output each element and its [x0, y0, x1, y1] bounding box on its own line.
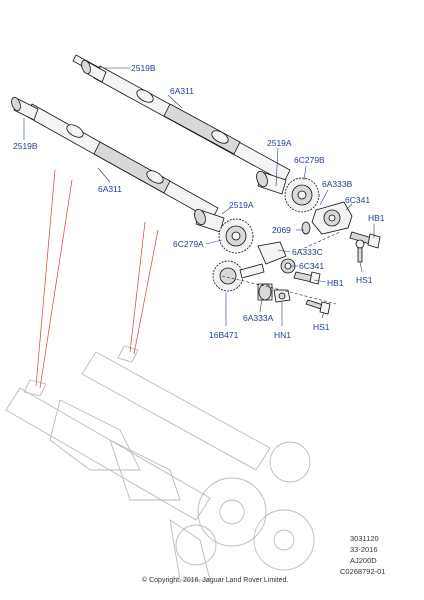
label-bearing-mid[interactable]: 2519A — [229, 200, 254, 210]
lower-hex-bolt[interactable] — [293, 271, 321, 285]
reference-line-2: 33-2016 — [350, 545, 378, 554]
upper-shaft-bearing[interactable] — [80, 59, 107, 83]
location-indicator-lines — [35, 169, 159, 389]
leader-lines — [23, 67, 375, 326]
assembly-guide-lines — [221, 231, 341, 305]
crank-drive-gear[interactable] — [212, 260, 265, 292]
label-washer[interactable]: 2069 — [272, 225, 291, 235]
label-plate[interactable]: 6C341 — [345, 195, 370, 205]
upper-idler-plate[interactable] — [311, 201, 353, 235]
reference-block: 3031120 33-2016 AJ200D C0268792-01 — [340, 534, 385, 576]
label-bearing-left[interactable]: 2519B — [13, 141, 38, 151]
label-gear-asm-upper[interactable]: 6A333B — [322, 179, 353, 189]
lower-idler-plate[interactable] — [257, 241, 287, 265]
upper-driven-gear[interactable] — [284, 177, 320, 213]
reference-line-4: C0268792-01 — [340, 567, 385, 576]
reference-line-1: 3031120 — [350, 534, 379, 543]
right-shaft-bearing[interactable] — [255, 170, 287, 195]
label-gear-asm-lower[interactable]: 6A333A — [243, 313, 274, 323]
label-bearing-upper[interactable]: 2519B — [131, 63, 156, 73]
label-bolt-hs-lower[interactable]: HS1 — [313, 322, 330, 332]
hex-nut[interactable] — [273, 289, 291, 303]
lower-stud-bolt[interactable] — [305, 299, 331, 315]
label-gear-upper[interactable]: 6C279B — [294, 155, 325, 165]
lower-driven-gear[interactable] — [218, 218, 254, 254]
upper-stud-bolt[interactable] — [355, 239, 365, 263]
upper-hex-bolt[interactable] — [349, 231, 381, 249]
copyright-notice: © Copyright, 2016. Jaguar Land Rover Lim… — [142, 576, 288, 584]
label-gear-asm-mid[interactable]: 6A333C — [292, 247, 323, 257]
reference-line-3: AJ200D — [350, 556, 377, 565]
label-shaft-lower[interactable]: 6A311 — [98, 184, 122, 194]
label-bolt-hb-upper[interactable]: HB1 — [368, 213, 385, 223]
label-spacer[interactable]: 6C341 — [299, 261, 324, 271]
lower-idler-gear-assembly[interactable] — [257, 283, 273, 301]
label-bearing-right[interactable]: 2519A — [267, 138, 292, 148]
mid-shaft-bearing[interactable] — [193, 208, 225, 233]
label-shaft-upper[interactable]: 6A311 — [170, 86, 194, 96]
label-gear-lower[interactable]: 6C279A — [173, 239, 204, 249]
part-labels: 2519B 6A311 2519B 6A311 2519A 6C279B 6A3… — [13, 63, 385, 340]
left-shaft-bearing[interactable] — [10, 96, 39, 121]
engine-overview-illustration — [5, 345, 315, 581]
label-bolt-hs-upper[interactable]: HS1 — [356, 275, 373, 285]
idler-washer[interactable] — [301, 221, 311, 235]
label-bolt-hb-lower[interactable]: HB1 — [327, 278, 344, 288]
label-nut[interactable]: HN1 — [274, 330, 291, 340]
label-drive-gear[interactable]: 16B471 — [209, 330, 239, 340]
